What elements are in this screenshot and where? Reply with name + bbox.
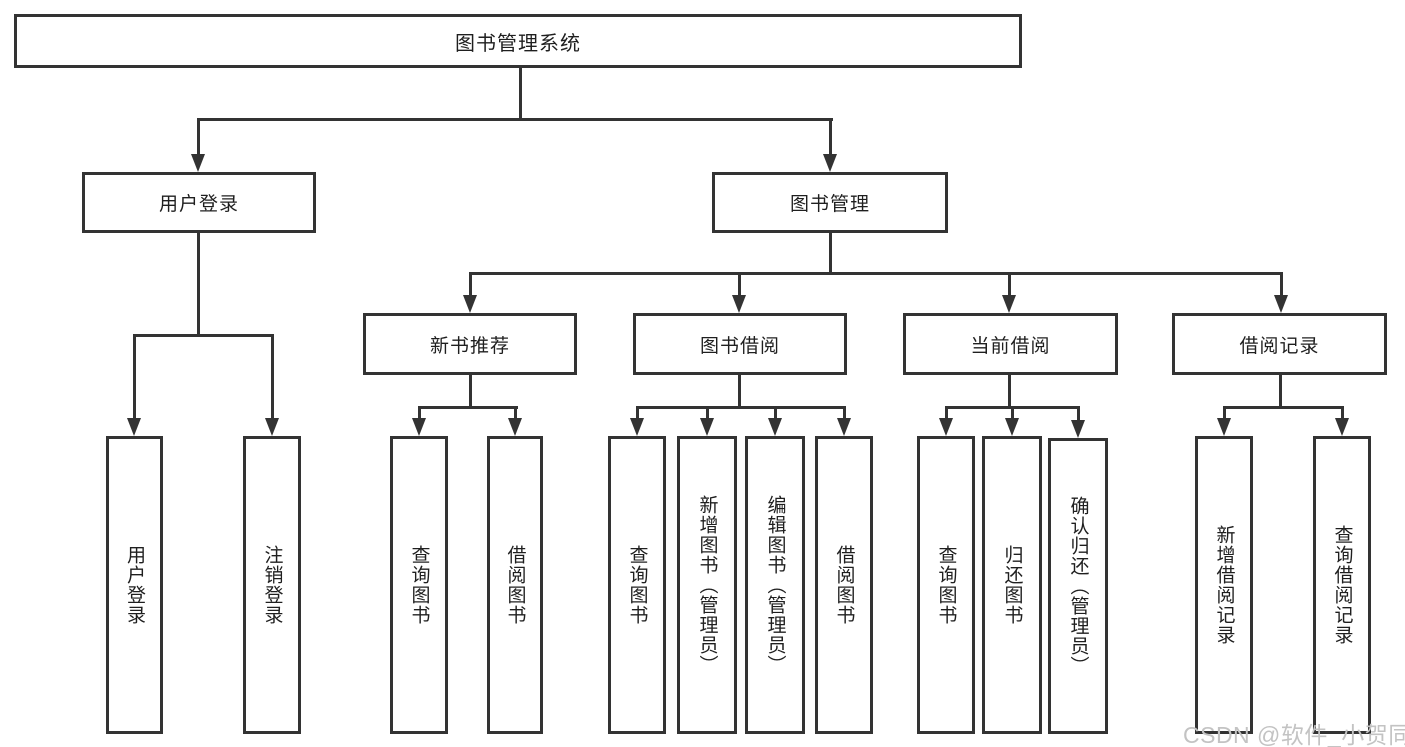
arrow-head [265,418,279,436]
connector-line [1008,375,1011,409]
leaf-label: 查询图书 [408,545,430,625]
arrow-head [1002,295,1016,313]
node-borrow-records: 借阅记录 [1172,313,1387,375]
connector-line [738,272,741,298]
connector-line [1077,406,1080,420]
arrow-head [700,418,714,436]
leaf-label: 注销登录 [261,545,283,625]
arrow-head [939,418,953,436]
arrow-head [1071,420,1085,438]
leaf-logout: 注销登录 [243,436,301,734]
connector-line [1223,406,1226,420]
leaf-label: 借阅图书 [833,545,855,625]
connector-line [469,272,1283,275]
connector-line [738,375,741,409]
leaf-label: 归还图书 [1001,545,1023,625]
connector-line [1279,375,1282,409]
connector-line [843,406,846,420]
arrow-head [127,418,141,436]
connector-line [1223,406,1344,409]
leaf-borrow-books-1: 借阅图书 [487,436,543,734]
node-label: 图书管理 [789,194,870,215]
arrow-head [1217,418,1231,436]
connector-line [133,334,274,337]
leaf-user-login: 用户登录 [106,436,163,734]
leaf-label: 借阅图书 [504,545,526,625]
arrow-head [1274,295,1288,313]
node-label: 图书借阅 [699,335,780,357]
leaf-label: 用户登录 [124,545,145,625]
arrow-head [837,418,851,436]
connector-line [1008,272,1011,298]
arrow-head [768,418,782,436]
connector-line [829,118,832,156]
node-label: 新书推荐 [429,335,510,357]
connector-line [774,406,777,420]
connector-line [133,334,136,420]
arrow-head [630,418,644,436]
leaf-query-books-1: 查询图书 [390,436,448,734]
leaf-label: 新增图书（管理员） [696,495,718,675]
leaf-add-borrow-record: 新增借阅记录 [1195,436,1253,734]
node-new-book-recommend: 新书推荐 [363,313,577,375]
node-current-borrow: 当前借阅 [903,313,1118,375]
arrow-head [508,418,522,436]
leaf-add-books-admin: 新增图书（管理员） [677,436,737,734]
connector-line [271,334,274,420]
connector-line [636,406,639,420]
connector-line [706,406,709,420]
arrow-head [412,418,426,436]
connector-line [197,118,200,156]
connector-line [1341,406,1344,420]
connector-line [1011,406,1014,420]
arrow-head [1005,418,1019,436]
connector-line [519,68,522,120]
node-book-management: 图书管理 [712,172,948,233]
csdn-watermark: CSDN @软件_小贺同学 [1183,722,1405,747]
leaf-query-borrow-record: 查询借阅记录 [1313,436,1371,734]
node-label: 借阅记录 [1239,335,1320,357]
node-label: 图书管理系统 [455,32,581,55]
leaf-borrow-books-2: 借阅图书 [815,436,873,734]
connector-line [197,233,200,337]
leaf-return-books: 归还图书 [982,436,1042,734]
connector-line [945,406,948,420]
arrow-head [1335,418,1349,436]
arrow-head [732,295,746,313]
leaf-query-books-2: 查询图书 [608,436,666,734]
leaf-confirm-return-admin: 确认归还（管理员） [1048,438,1108,734]
leaf-label: 确认归还（管理员） [1067,496,1089,676]
connector-line [636,406,846,409]
leaf-label: 新增借阅记录 [1213,525,1235,645]
connector-line [469,272,472,298]
connector-line [418,406,518,409]
connector-line [829,233,832,275]
node-user-login: 用户登录 [82,172,316,233]
connector-line [418,406,421,420]
connector-line [469,375,472,409]
leaf-label: 编辑图书（管理员） [764,495,786,675]
leaf-query-books-3: 查询图书 [917,436,975,734]
leaf-edit-books-admin: 编辑图书（管理员） [745,436,805,734]
connector-line [514,406,517,420]
node-label: 用户登录 [158,194,239,215]
connector-line [1280,272,1283,298]
leaf-label: 查询借阅记录 [1331,525,1353,645]
leaf-label: 查询图书 [935,545,957,625]
arrow-head [463,295,477,313]
node-root-book-management-system: 图书管理系统 [14,14,1022,68]
arrow-head [191,154,205,172]
leaf-label: 查询图书 [626,545,648,625]
arrow-head [823,154,837,172]
node-label: 当前借阅 [970,335,1051,357]
connector-line [197,118,833,121]
node-book-borrow: 图书借阅 [633,313,847,375]
